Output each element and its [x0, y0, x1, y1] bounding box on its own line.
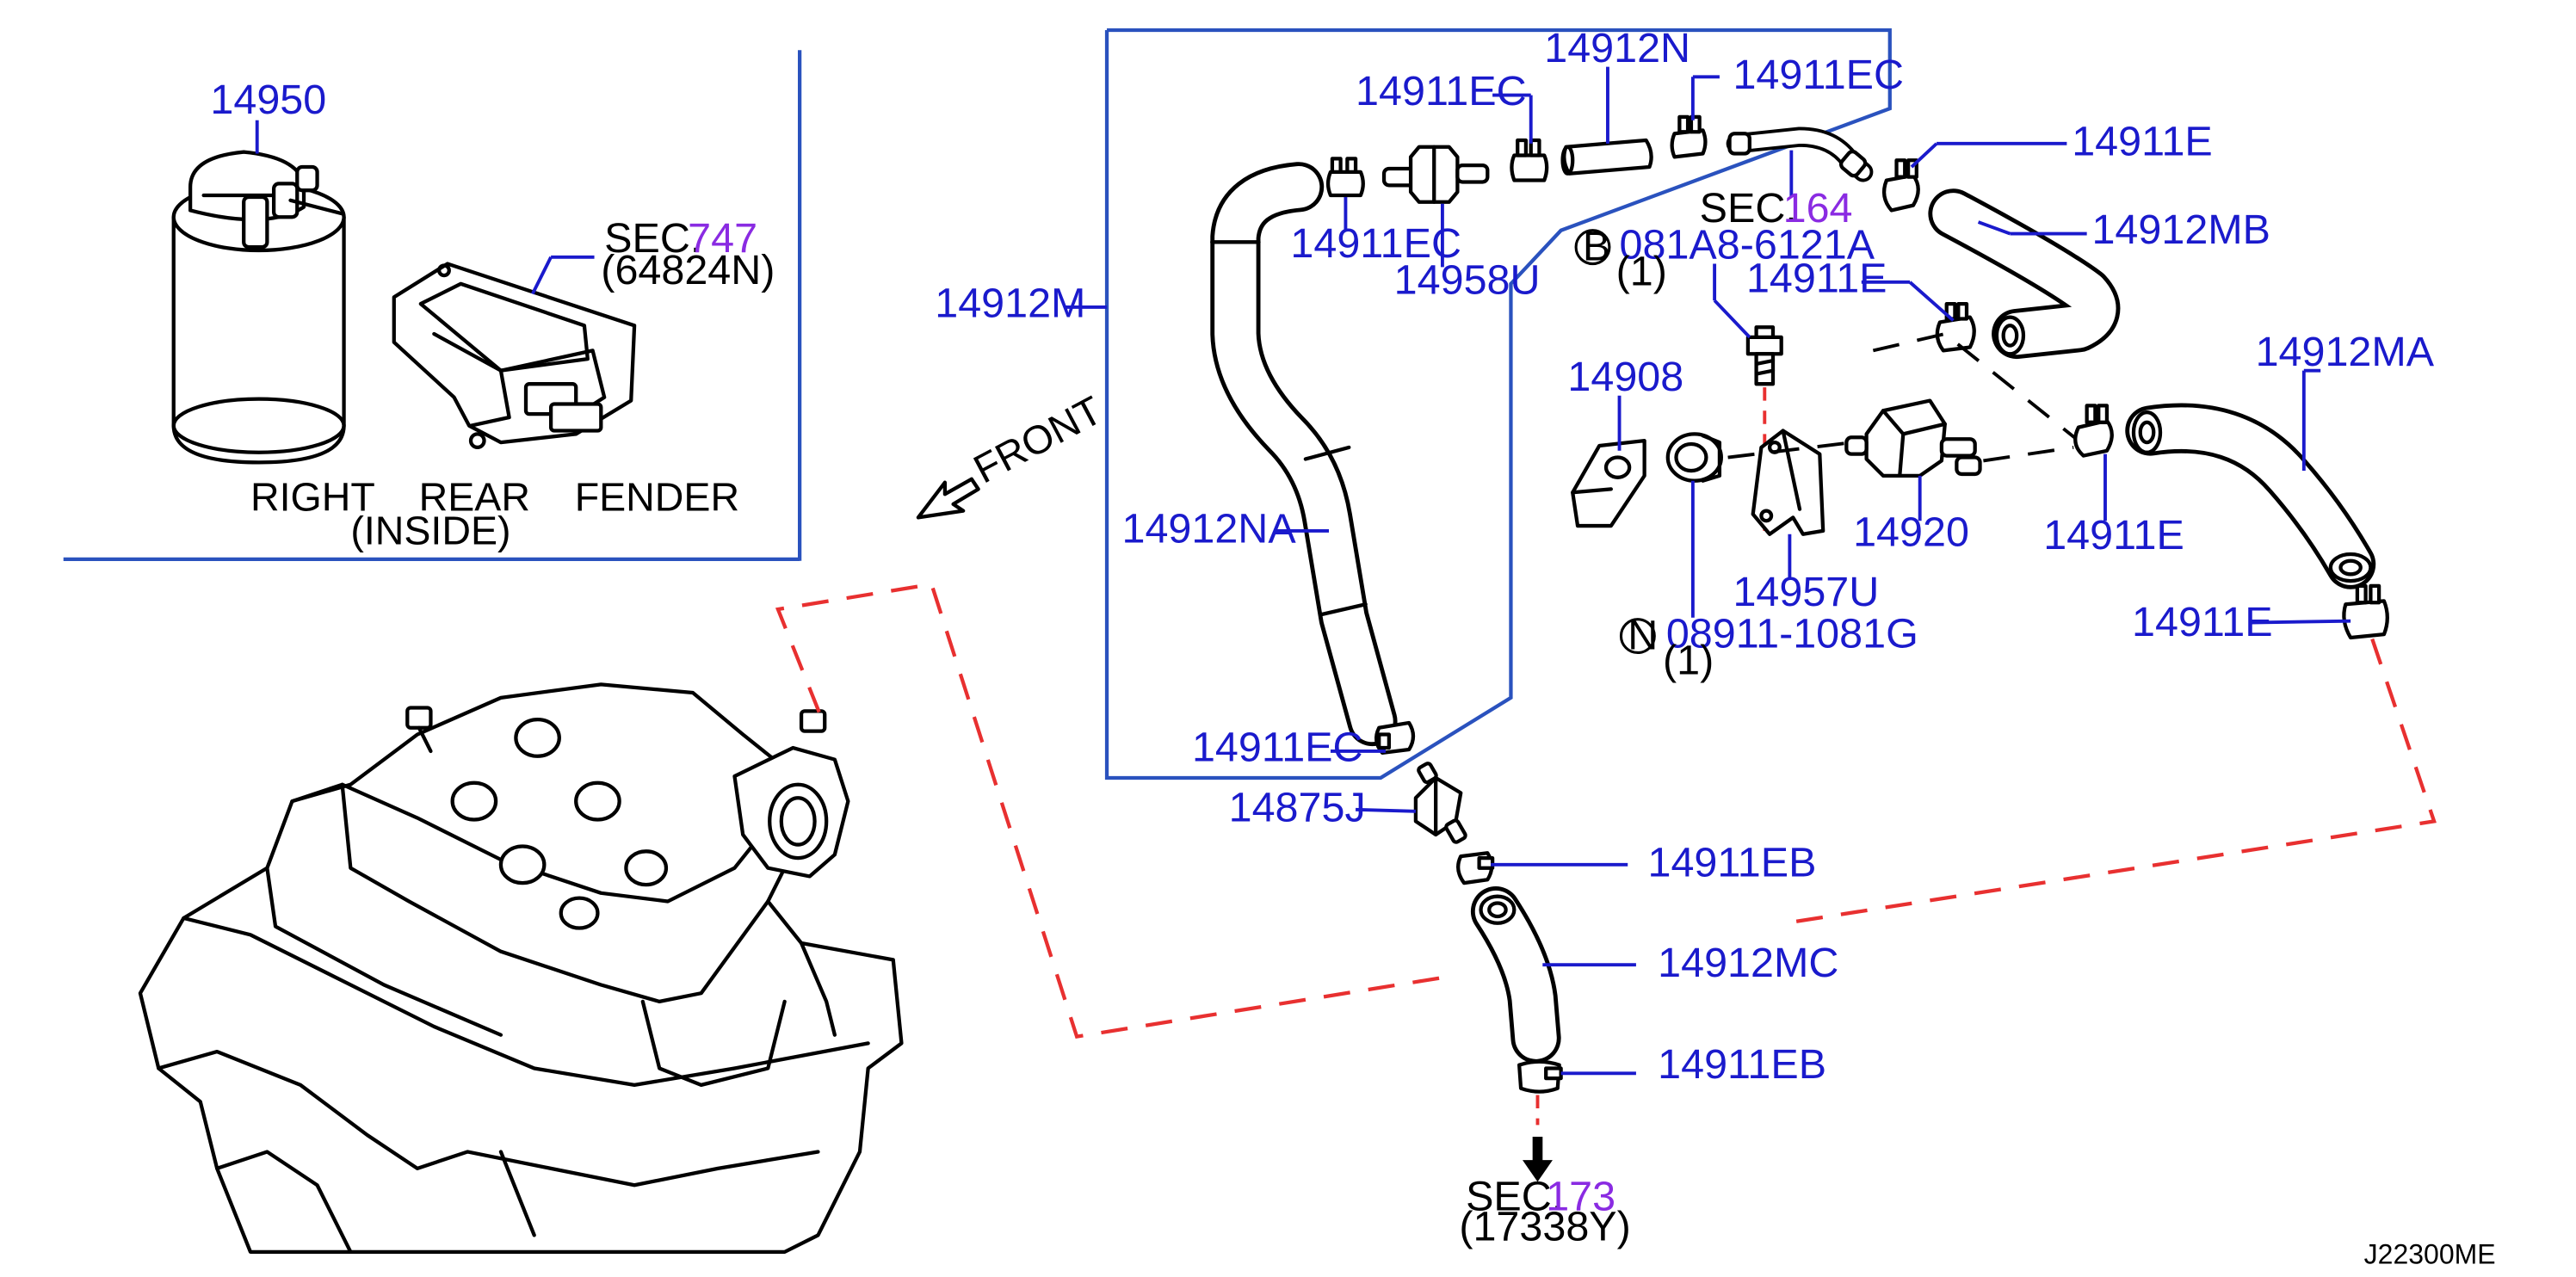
tube-14912n-drawing: [1560, 138, 1653, 176]
canister-panel-frame: [63, 50, 802, 561]
part-14912n-label: 14912N: [1544, 25, 1690, 71]
purge-valve-14920-drawing: [1844, 398, 1982, 478]
part-14912ma-label: 14912MA: [2256, 329, 2435, 375]
grommet-08911-drawing: [1665, 432, 1723, 483]
part-14912m-label: 14912M: [935, 281, 1085, 327]
clamp-14911ec-c-drawing: [1670, 114, 1708, 159]
sec164-prefix: SEC.: [1700, 185, 1797, 231]
clamp-14911ec-b-drawing: [1510, 138, 1549, 182]
clamp-14911eb-b-drawing: [1517, 1059, 1563, 1094]
part-14911e-b-label: 14911E: [1746, 256, 1887, 302]
part-bolt-081a8-label: 081A8-6121A: [1620, 222, 1875, 268]
evap-canister-drawing: [171, 150, 346, 465]
down-arrow-icon: [1523, 1137, 1553, 1182]
clamp-14911e-b-drawing: [1935, 301, 1976, 353]
sec173-number: 173: [1546, 1173, 1615, 1219]
sec173-prefix: SEC.: [1466, 1173, 1563, 1219]
part-14911ec-c-label: 14911EC: [1290, 220, 1461, 267]
clamp-14911eb-a-drawing: [1456, 851, 1495, 885]
insulator-14908-drawing: [1571, 439, 1646, 528]
bracket-14957u-drawing: [1751, 429, 1825, 536]
hose-14912mb-drawing: [1928, 188, 2121, 360]
clamp-14911ec-d-drawing: [1374, 720, 1416, 756]
part-14911ec-d-label: 14911EC: [1192, 725, 1363, 771]
alignment-dashed-lower: [1983, 445, 2074, 463]
hose-14912ma-drawing: [2125, 403, 2376, 589]
nut-n-symbol: N: [1628, 613, 1658, 659]
part-14911e-c-label: 14911E: [2043, 512, 2184, 558]
part-14911eb-b-label: 14911EB: [1658, 1041, 1826, 1088]
part-14957u-label: 14957U: [1733, 569, 1879, 615]
bolt-b-qty: (1): [1616, 249, 1667, 295]
canister-bracket-drawing: [392, 262, 637, 450]
clamp-14911e-c-drawing: [2073, 404, 2114, 458]
sec747-prefix: SEC.: [604, 215, 701, 262]
engine-connection-right: [1795, 633, 2437, 923]
fender-note-line1: RIGHT REAR FENDER: [250, 475, 739, 520]
sec747-number: 747: [688, 215, 757, 262]
check-valve-14958u-drawing: [1381, 145, 1490, 204]
front-label: FRONT: [967, 387, 1109, 491]
sec164-number: 164: [1783, 185, 1853, 231]
part-nut-08911-label: 08911-1081G: [1666, 611, 1918, 657]
clamp-14911e-d-drawing: [2342, 583, 2389, 640]
fender-note-line2: (INSIDE): [350, 508, 510, 552]
part-14911ec-a-label: 14911EC: [1356, 68, 1527, 114]
part-14958u-label: 14958U: [1394, 256, 1541, 303]
bolt-b-symbol: B: [1583, 224, 1610, 270]
hose-14912m-drawing: [1210, 162, 1398, 747]
hose-group-frame: [1104, 28, 1892, 780]
part-14911eb-a-label: 14911EB: [1648, 839, 1817, 885]
clamp-14911ec-a-drawing: [1325, 157, 1365, 198]
alignment-dashed-mid: [1727, 441, 1854, 460]
nut-n-qty: (1): [1663, 638, 1714, 684]
nut-n-symbol-icon: [1619, 618, 1656, 655]
engine-drawing: [138, 682, 904, 1254]
clamp-14911e-a-drawing: [1881, 158, 1920, 213]
part-14911e-d-label: 14911E: [2132, 599, 2273, 645]
part-14920-label: 14920: [1853, 509, 1969, 555]
diagram-code: J22300ME: [2364, 1238, 2496, 1269]
part-14912na-label: 14912NA: [1121, 505, 1296, 552]
part-14911ec-b-label: 14911EC: [1733, 52, 1904, 98]
part-14950-label: 14950: [210, 77, 326, 123]
part-14912mc-label: 14912MC: [1658, 940, 1838, 986]
hose-14912mc-drawing: [1470, 886, 1561, 1064]
front-arrow-icon: [916, 477, 980, 520]
part-14911e-a-label: 14911E: [2072, 118, 2213, 164]
pipe-to-sec164-drawing: [1726, 126, 1874, 182]
part-14908-label: 14908: [1567, 354, 1683, 400]
leader-lines: [1065, 66, 2351, 1076]
part-14912mb-label: 14912MB: [2091, 207, 2270, 253]
leader-sec747: [531, 256, 553, 295]
bolt-081a8-drawing: [1745, 325, 1783, 386]
bolt-b-symbol-icon: [1574, 229, 1611, 266]
sec173-sub: (17338Y): [1459, 1203, 1630, 1249]
part-14875j-label: 14875J: [1229, 784, 1366, 830]
alignment-dashed-upper: [1872, 331, 2088, 449]
connector-14875j-drawing: [1413, 762, 1467, 844]
sec747-sub: (64824N): [601, 247, 775, 293]
engine-connection-outline: [775, 582, 1440, 1039]
